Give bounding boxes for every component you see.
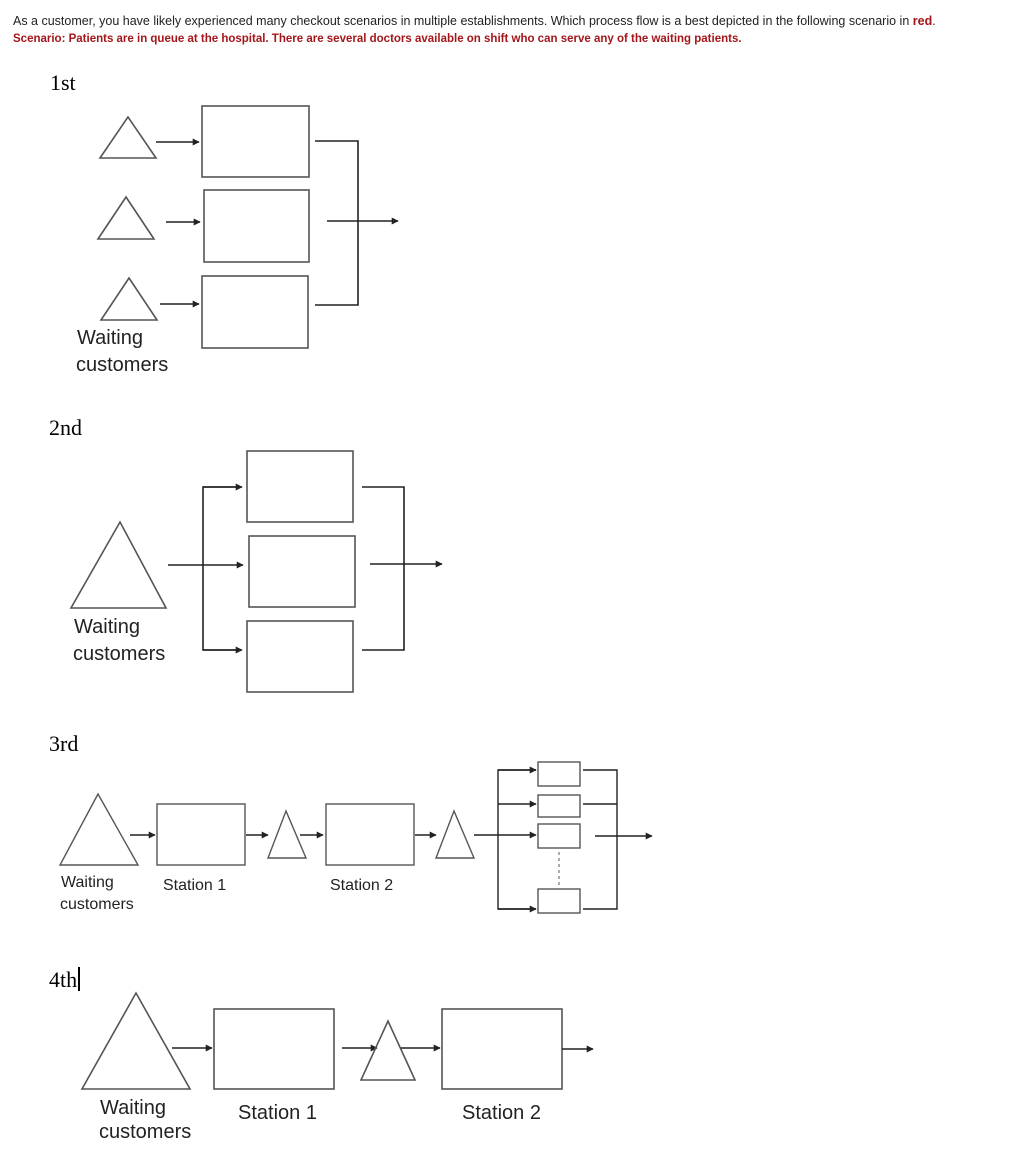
option-2-diagram xyxy=(69,450,443,693)
queue-triangle-2 xyxy=(266,809,308,859)
queue-triangle-1 xyxy=(98,115,158,159)
option-4-diagram xyxy=(80,991,594,1090)
queue-triangle xyxy=(58,792,140,866)
option-4-heading: 4th xyxy=(49,967,80,993)
option-2-waiting-line1: Waiting xyxy=(74,616,140,638)
queue-triangle-2 xyxy=(359,1019,417,1081)
queue-triangle xyxy=(69,520,168,609)
option-1-diagram xyxy=(96,105,399,349)
option-3-waiting-line1: Waiting xyxy=(61,874,114,891)
server-box-n xyxy=(537,888,581,914)
option-1-waiting-line1: Waiting xyxy=(77,327,143,349)
server-box-3 xyxy=(246,620,354,693)
server-box-3 xyxy=(537,823,581,849)
option-3-station-1-label: Station 1 xyxy=(163,877,226,894)
server-box-3 xyxy=(201,275,309,349)
server-box-2 xyxy=(248,535,356,608)
station-1-box xyxy=(156,803,246,866)
option-2-waiting-line2: customers xyxy=(73,643,165,665)
question-prefix: As a customer, you have likely experienc… xyxy=(13,14,913,28)
station-2-box xyxy=(325,803,415,866)
question-text: As a customer, you have likely experienc… xyxy=(13,12,1008,48)
queue-triangle xyxy=(80,991,192,1090)
question-suffix: . xyxy=(932,14,936,28)
server-box-2 xyxy=(203,189,310,263)
option-4-station-2-label: Station 2 xyxy=(462,1102,541,1124)
server-box-2 xyxy=(537,794,581,818)
queue-triangle-2 xyxy=(96,195,156,240)
option-2-heading: 2nd xyxy=(49,415,82,440)
option-3-heading: 3rd xyxy=(49,731,79,756)
text-cursor xyxy=(78,967,80,991)
server-box-1 xyxy=(537,761,581,787)
server-box-1 xyxy=(201,105,310,178)
station-2-box xyxy=(441,1008,563,1090)
option-3-waiting-line2: customers xyxy=(60,896,134,913)
queue-triangle-3 xyxy=(99,276,159,321)
server-box-1 xyxy=(246,450,354,523)
option-3-diagram xyxy=(58,761,653,914)
option-4-waiting-line2: customers xyxy=(99,1121,191,1143)
scenario-text: Scenario: Patients are in queue at the h… xyxy=(13,33,742,45)
question-highlight: red xyxy=(912,14,933,28)
option-3-station-2-label: Station 2 xyxy=(330,877,393,894)
option-1-waiting-line2: customers xyxy=(76,354,168,376)
option-4-station-1-label: Station 1 xyxy=(238,1102,317,1124)
option-1-heading: 1st xyxy=(50,70,76,95)
queue-triangle-3 xyxy=(434,809,476,859)
option-4-waiting-line1: Waiting xyxy=(100,1097,166,1119)
station-1-box xyxy=(213,1008,335,1090)
